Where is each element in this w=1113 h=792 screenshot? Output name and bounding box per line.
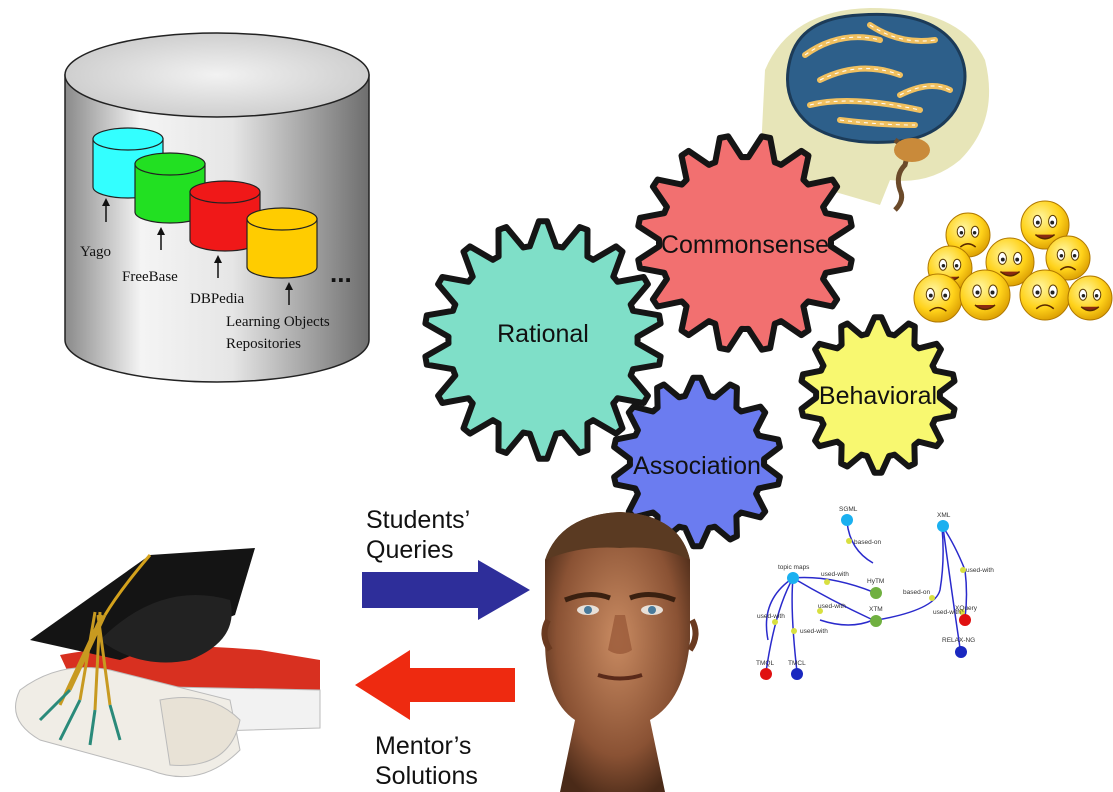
students-queries-label-line2: Queries	[366, 536, 454, 564]
emoticons-image	[913, 200, 1113, 323]
graph-label-topic-maps: topic maps	[778, 564, 810, 571]
graph-label-relaxng: RELAX-NG	[942, 637, 975, 644]
gear-label-behavioral: Behavioral	[819, 382, 937, 410]
graph-label-tmql: TMQL	[756, 660, 774, 667]
mentors-solutions-label-line1: Mentor’s	[375, 732, 471, 760]
gears-group	[422, 133, 958, 550]
graph-node-xquery	[959, 614, 971, 626]
emoticon-face	[1067, 275, 1113, 321]
mentor-head-image	[541, 512, 699, 792]
graduation-cap-books-image	[15, 548, 321, 778]
mini-db-learning-objects	[246, 207, 318, 279]
emoticon-face	[1020, 200, 1070, 250]
graph-edge-label-used-with-3: used-with	[757, 613, 785, 620]
gear-label-commonsense: Commonsense	[661, 231, 829, 259]
students-queries-arrow	[362, 560, 530, 620]
graph-node-tmql	[760, 668, 772, 680]
graph-label-sgml: SGML	[839, 506, 858, 513]
pointer-arrowhead	[214, 255, 222, 263]
graph-node-topic-maps	[787, 572, 799, 584]
source-label-dbpedia: DBPedia	[190, 291, 245, 307]
gear-label-association: Association	[633, 452, 761, 480]
graph-edge-label-used-with-1: used-with	[821, 571, 849, 578]
gear-label-rational: Rational	[497, 320, 589, 348]
graph-edge-label-used-with-6: used-with	[933, 609, 961, 616]
graph-edge-label-based-on-1: based-on	[854, 539, 881, 546]
pointer-arrowhead	[285, 282, 293, 290]
graph-label-xquery: XQuery	[955, 605, 978, 612]
source-label-yago: Yago	[80, 244, 111, 260]
gear-rational	[422, 218, 664, 462]
emoticon-face	[913, 273, 963, 323]
emoticon-face	[945, 212, 991, 258]
mini-db-freebase	[134, 152, 206, 224]
emoticon-face	[1045, 235, 1091, 281]
brain-image	[760, 8, 990, 212]
graph-label-hytm: HyTM	[867, 578, 884, 585]
graph-node-tmcl	[791, 668, 803, 680]
topic-map-graph	[760, 514, 971, 680]
graph-edge-label-used-with-2: used-with	[818, 603, 846, 610]
mini-db-yago	[92, 127, 164, 199]
pointer-arrowhead	[102, 198, 110, 206]
graph-label-xml: XML	[937, 512, 951, 519]
more-sources-ellipsis: ...	[330, 258, 352, 288]
graph-node-relaxng	[955, 646, 967, 658]
graph-edge-label-used-with-5: used-with	[966, 567, 994, 574]
source-label-freebase: FreeBase	[122, 269, 178, 285]
graph-node-xtm	[870, 615, 882, 627]
mini-databases	[92, 127, 318, 305]
graph-node-hytm	[870, 587, 882, 599]
graph-node-xml	[937, 520, 949, 532]
emoticon-face	[959, 269, 1011, 321]
emoticon-face	[1019, 269, 1071, 321]
source-label-learning-objects: Learning Objects	[226, 314, 330, 330]
graph-edge-label-based-on-2: based-on	[903, 589, 930, 596]
graph-label-xtm: XTM	[869, 606, 883, 613]
gear-behavioral	[798, 314, 958, 476]
gear-association	[611, 374, 783, 550]
mentors-solutions-arrow	[355, 650, 515, 720]
graph-label-tmcl: TMCL	[788, 660, 806, 667]
mini-db-dbpedia	[189, 180, 261, 252]
source-label-repositories: Repositories	[226, 336, 301, 352]
graph-node-sgml	[841, 514, 853, 526]
graph-edge-label-used-with-4: used-with	[800, 628, 828, 635]
mentors-solutions-label-line2: Solutions	[375, 762, 478, 790]
students-queries-label-line1: Students’	[366, 506, 470, 534]
gear-commonsense	[635, 133, 855, 353]
pointer-arrowhead	[157, 227, 165, 235]
